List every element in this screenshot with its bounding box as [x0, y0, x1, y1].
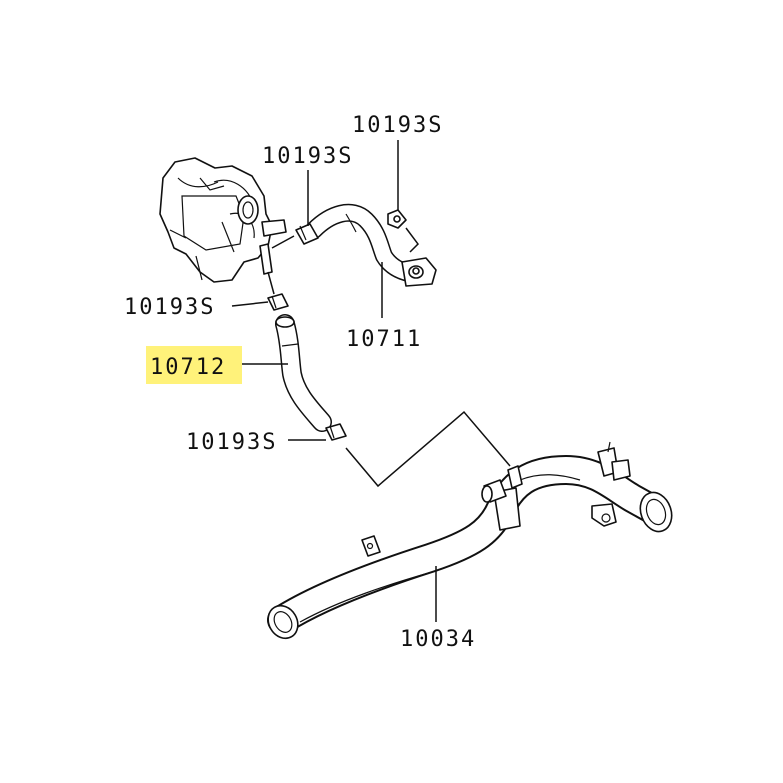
leader-clamp-left	[231, 301, 269, 307]
clamp-top-right	[387, 209, 407, 229]
label-clamp-lower: 10193S	[186, 430, 277, 455]
hose-10711	[305, 203, 423, 283]
clamp-top-mid	[295, 223, 319, 245]
connector-dash-3	[267, 271, 275, 295]
connector-dash-4	[345, 410, 511, 488]
label-hose-10712: 10712	[150, 355, 226, 380]
hose-10711-end-fitting	[401, 257, 437, 287]
label-clamp-top-right: 10193S	[352, 113, 443, 138]
connector-dash-2	[405, 227, 419, 253]
label-clamp-top-mid: 10193S	[262, 144, 353, 169]
label-pipe-10034: 10034	[400, 627, 476, 652]
label-hose-10711: 10711	[346, 327, 422, 352]
clamp-lower	[325, 423, 347, 441]
throttle-body	[159, 157, 287, 283]
highlight-box-10712	[146, 346, 242, 384]
label-clamp-left: 10193S	[124, 295, 215, 320]
hose-10712	[275, 314, 332, 432]
clamp-left	[267, 293, 289, 311]
connector-dash-1	[271, 235, 295, 249]
pipe-10034	[267, 441, 673, 640]
